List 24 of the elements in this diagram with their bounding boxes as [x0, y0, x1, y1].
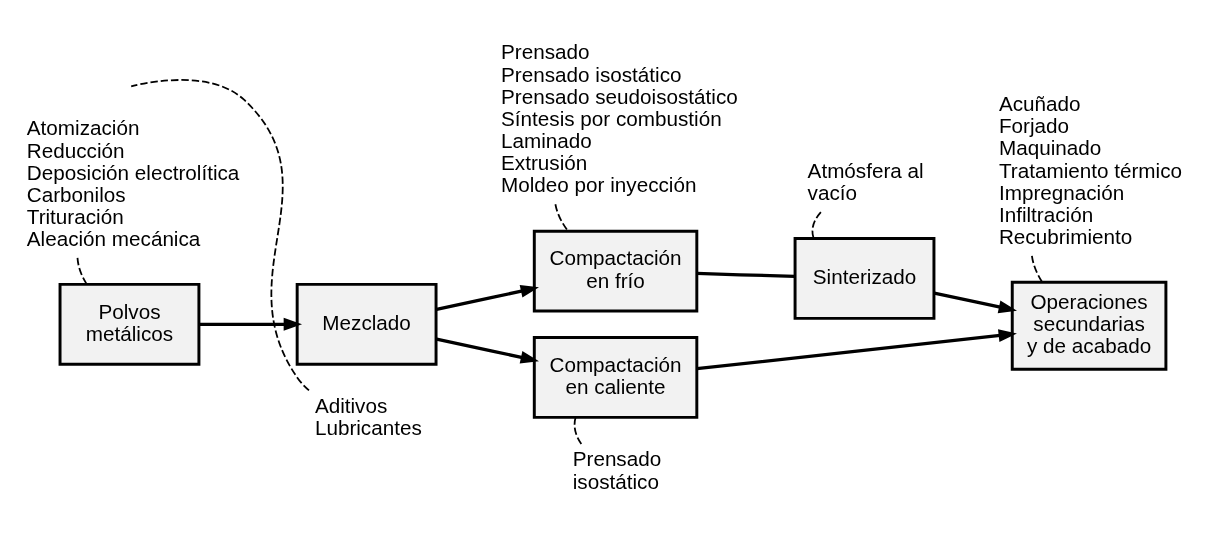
node-text: Aditivos Lubricantes [314, 393, 422, 439]
node-text: Atmósfera al vacío [807, 158, 924, 204]
connector [1031, 254, 1043, 283]
connector [554, 202, 569, 232]
node-text: Atomización Reducción Deposición electrolítica Carbonilos Trituración Aleación mecánica [26, 115, 240, 250]
arrow [436, 337, 539, 364]
connector [573, 416, 583, 445]
connector [811, 210, 822, 239]
node-box: Mezclado [295, 282, 438, 366]
connector [696, 271, 795, 278]
node-box: Compactación en caliente [532, 335, 699, 419]
arrow [199, 317, 302, 331]
node-box: Operaciones secundarias y de acabado [1010, 280, 1168, 371]
connector [130, 78, 310, 391]
node-text: Prensado Prensado isostático Prensado seudoisostático Síntesis por combustión Laminado Extrusión Moldeo por inyección [501, 39, 738, 196]
node-box: Polvos metálicos [58, 282, 201, 366]
connector [76, 256, 88, 285]
node-text: Acuñado Forjado Maquinado Tratamiento térmico Impregnación Infiltración Recubrimiento [998, 91, 1182, 248]
arrow [436, 284, 539, 311]
arrow [933, 290, 1017, 313]
arrow [696, 328, 1017, 370]
node-box: Sinterizado [793, 236, 936, 320]
node-text: Prensado isostático [572, 446, 662, 493]
node-box: Compactación en frío [532, 229, 699, 312]
